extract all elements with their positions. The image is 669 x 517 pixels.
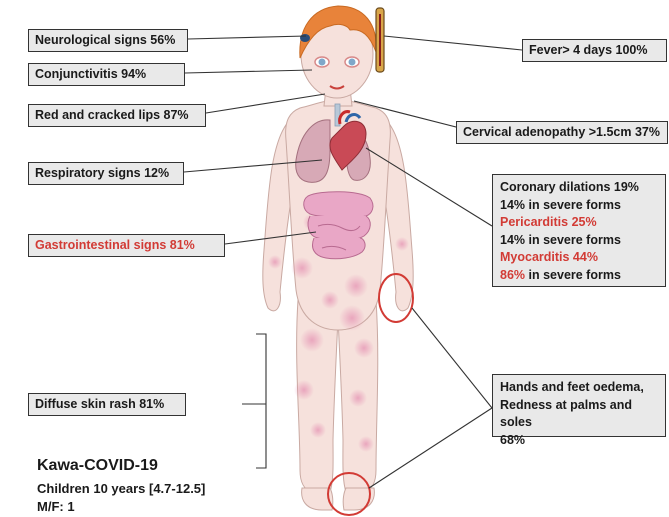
diffuse-skin-rash-box: Diffuse skin rash 81% — [28, 393, 186, 416]
respiratory-signs-box: Respiratory signs 12% — [28, 162, 184, 185]
footer-title: Kawa-COVID-19 — [37, 457, 158, 475]
cardiac-involvement-box: Coronary dilations 19% 14% in severe for… — [492, 174, 666, 287]
hands-feet-line2: Redness at palms and soles — [500, 397, 658, 432]
footer-sex-ratio: M/F: 1 — [37, 499, 75, 514]
hands-feet-line3: 68% — [500, 432, 658, 450]
pericarditis-severe-line: 14% in severe forms — [500, 232, 658, 250]
hands-feet-line1: Hands and feet oedema, — [500, 379, 658, 397]
conjunctivitis-box: Conjunctivitis 94% — [28, 63, 185, 86]
hair-clip — [300, 34, 310, 42]
neurological-signs-box: Neurological signs 56% — [28, 29, 188, 52]
fever-box: Fever> 4 days 100% — [522, 39, 667, 62]
footer-age-line: Children 10 years [4.7-12.5] — [37, 481, 205, 496]
hands-feet-box: Hands and feet oedema, Redness at palms … — [492, 374, 666, 437]
thermometer-icon — [376, 8, 384, 72]
myocarditis-line: Myocarditis 44% — [500, 249, 658, 267]
gastrointestinal-signs-box: Gastrointestinal signs 81% — [28, 234, 225, 257]
red-cracked-lips-box: Red and cracked lips 87% — [28, 104, 206, 127]
child-body — [263, 10, 413, 510]
cervical-adenopathy-box: Cervical adenopathy >1.5cm 37% — [456, 121, 668, 144]
coronary-severe-line: 14% in severe forms — [500, 197, 658, 215]
coronary-dilations-line: Coronary dilations 19% — [500, 179, 658, 197]
pericarditis-line: Pericarditis 25% — [500, 214, 658, 232]
myocarditis-severe-line: 86% in severe forms — [500, 267, 658, 285]
intestines — [304, 192, 373, 259]
